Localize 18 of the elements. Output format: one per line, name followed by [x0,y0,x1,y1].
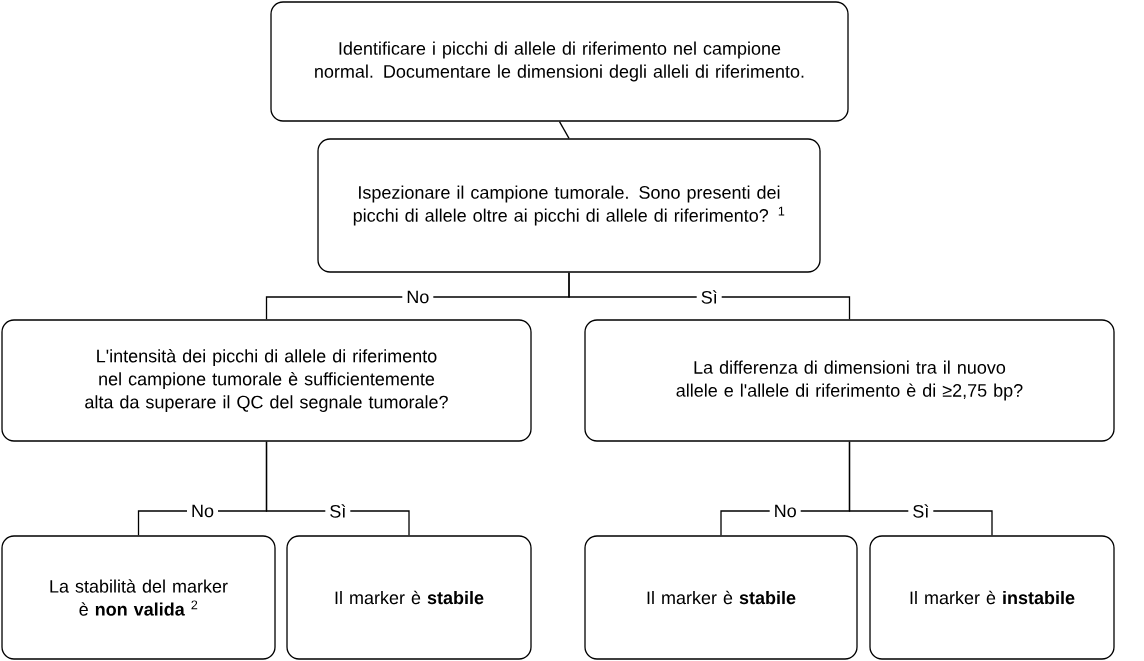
edge-label: Sì [325,500,351,522]
connector-line [265,441,410,536]
process-box: Il marker è stabile [584,535,858,660]
edge-label: No [402,286,434,308]
process-box: Ispezionare il campione tumorale. Sono presenti dei picchi di allele oltre ai picchi di allele di riferimento? $^{1}$ [317,138,821,273]
edge-label: Sì [908,500,934,522]
process-box: Il marker è stabile [286,535,532,660]
edge-label: No [769,500,801,522]
process-box: La differenza di dimensioni tra il nuovo allele e l'allele di riferimento è di ≥2,75 bp? [584,319,1115,442]
process-box: Identificare i picchi di allele di riferimento nel campione normal. Documentare le dimensioni degli alleli di riferimento. [270,1,849,122]
connector-line [848,441,993,536]
edge-label: Sì [696,286,722,308]
process-box: La stabilità del marker è non valida $^{2}$ [1,535,276,660]
edge-label: No [187,500,218,522]
process-box: L'intensità dei picchi di allele di riferimento nel campione tumorale è sufficientemente alta da superare il QC del segnale tumorale? [1,319,532,442]
process-box: Il marker è instabile [869,535,1115,660]
connector-line [568,272,851,320]
connector-line [558,121,570,139]
